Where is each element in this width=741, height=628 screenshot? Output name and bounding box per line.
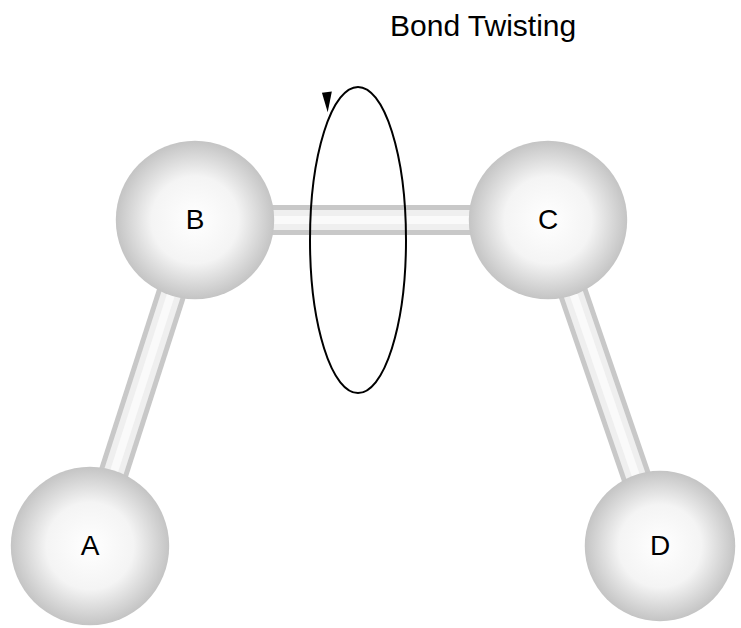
bond-rod: [271, 220, 472, 221]
motion-label: Bond Twisting: [390, 8, 588, 44]
atom-label: C: [538, 204, 558, 236]
twist-ellipse: [310, 87, 406, 393]
bond-rod: [573, 292, 637, 478]
atom-sphere: B: [115, 140, 275, 300]
twist-arrowhead: [322, 91, 335, 112]
atom-label: A: [81, 530, 100, 562]
atom-sphere: D: [584, 470, 736, 622]
atom-sphere: A: [10, 466, 170, 626]
atom-sphere: C: [468, 140, 628, 300]
atom-label: B: [186, 204, 205, 236]
bond-rod: [113, 292, 171, 473]
atom-label: D: [650, 530, 670, 562]
